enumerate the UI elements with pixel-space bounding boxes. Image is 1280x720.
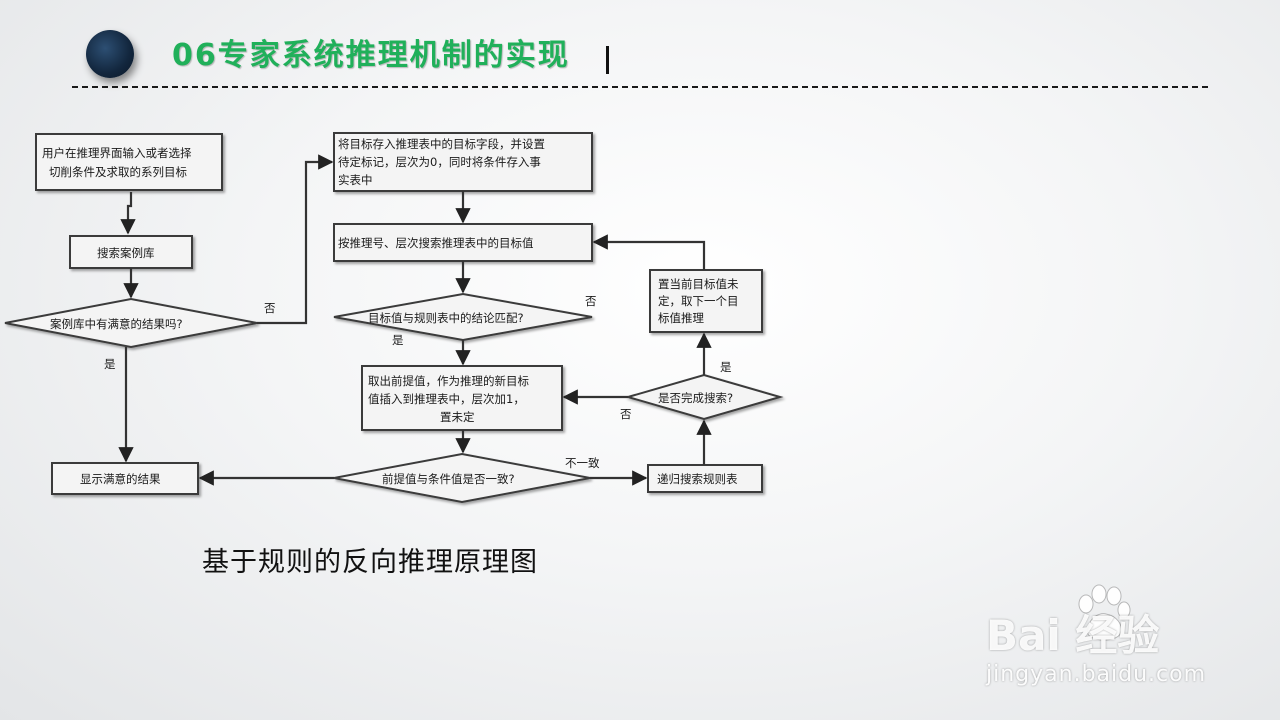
node-input [35, 133, 223, 191]
label-yes-match: 是 [392, 333, 404, 347]
node-take-premise-text: 取出前提值，作为推理的新目标 值插入到推理表中，层次加1， 置未定 [368, 374, 533, 424]
node-store-goal [333, 132, 593, 192]
label-no-match: 否 [585, 294, 597, 308]
label-inconsistent: 不一致 [565, 456, 600, 470]
node-goal-match [333, 292, 593, 342]
diagram-caption: 基于规则的反向推理原理图 [202, 547, 538, 578]
node-search-case [69, 235, 193, 269]
node-store-goal-text: 将目标存入推理表中的目标字段，并设置 待定标记，层次为0，同时将条件存入事 实表… [338, 137, 549, 187]
page-title: 06专家系统推理机制的实现 [172, 38, 570, 73]
edge-input-to-search [120, 192, 136, 235]
watermark-logo: Bai 经验 [986, 611, 1160, 660]
node-goal-match-text: 目标值与规则表中的结论匹配? [368, 311, 524, 325]
title-bullet-icon [86, 30, 134, 78]
edge-set-to-searchgoal [592, 234, 706, 270]
title-divider [72, 86, 1208, 88]
label-no-case: 否 [264, 301, 276, 315]
node-set-undetermined-text: 置当前目标值未 定，取下一个目 标值推理 [658, 277, 742, 325]
label-yes-case: 是 [104, 357, 116, 371]
node-show-result [51, 462, 199, 495]
watermark-url: jingyan.baidu.com [986, 662, 1207, 687]
node-search-case-text: 搜索案例库 [97, 246, 155, 260]
node-premise-consistent-text: 前提值与条件值是否一致? [382, 472, 515, 486]
edge-no-to-store [257, 154, 334, 325]
label-done-yes: 是 [720, 360, 732, 374]
label-done-no: 否 [620, 407, 632, 421]
node-show-result-text: 显示满意的结果 [80, 472, 161, 486]
node-set-undetermined [649, 269, 763, 333]
node-search-done [624, 373, 784, 421]
node-input-text: 用户在推理界面输入或者选择 切削条件及求取的系列目标 [42, 146, 195, 179]
baidu-watermark: Bai 经验 jingyan.baidu.com [980, 582, 1230, 692]
paw-icon [1078, 584, 1131, 641]
node-search-goal-text: 按推理号、层次搜索推理表中的目标值 [338, 236, 534, 250]
node-recursive-search-text: 递归搜索规则表 [657, 472, 738, 486]
node-search-goal [333, 223, 593, 262]
node-case-satisfied-text: 案例库中有满意的结果吗? [50, 317, 183, 331]
node-search-done-text: 是否完成搜索? [658, 391, 733, 405]
text-cursor [606, 46, 609, 74]
